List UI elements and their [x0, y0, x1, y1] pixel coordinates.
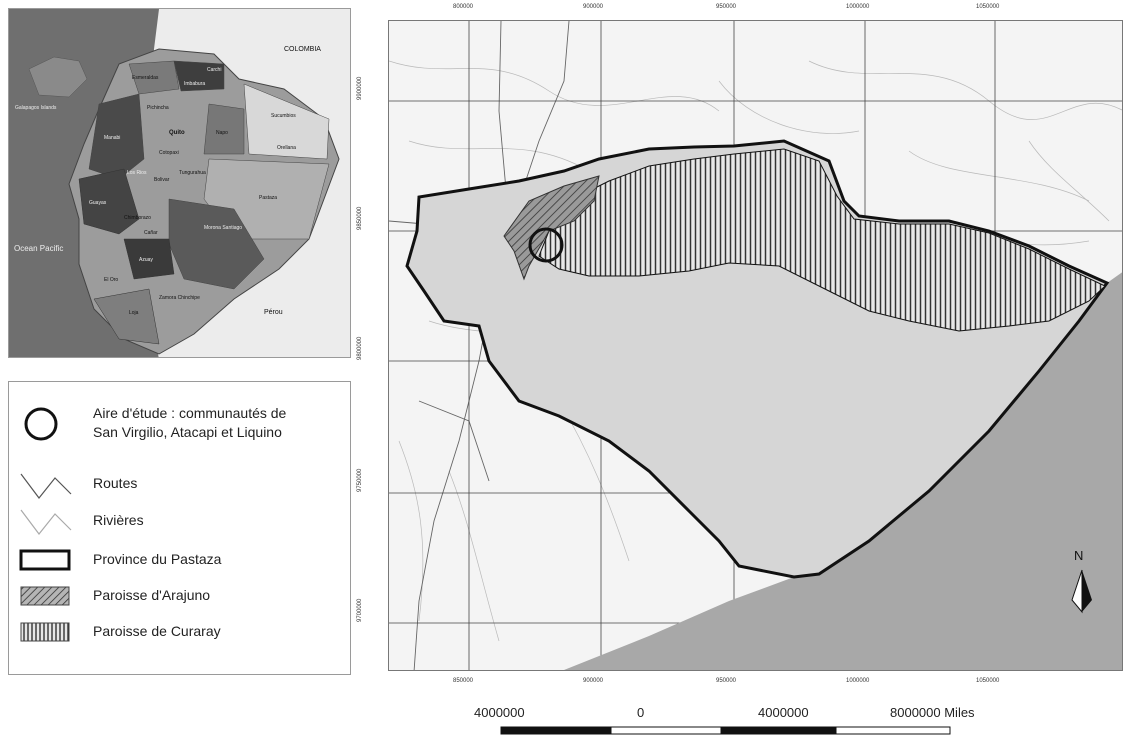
inset-label-manabi: Manabi	[104, 135, 120, 141]
inset-label-chimborazo: Chimborazo	[124, 215, 151, 221]
inset-label-capital: Quito	[169, 130, 185, 136]
legend-label-curaray: Paroisse de Curaray	[93, 623, 221, 639]
legend-item-province: Province du Pastaza	[9, 548, 350, 578]
left-tick-5: 9700000	[357, 598, 363, 622]
inset-label-los-rios: Los Rios	[127, 170, 147, 176]
inset-label-bolivar: Bolivar	[154, 177, 170, 183]
bottom-tick-2: 900000	[583, 678, 604, 684]
province-napo	[203, 103, 245, 155]
legend-panel: Aire d'étude : communautés de San Virgil…	[8, 381, 351, 675]
inset-map: COLOMBIA Pérou Ocean Pacific Galapagos I…	[8, 8, 351, 358]
province-outline-icon	[19, 548, 73, 578]
inset-label-pastaza: Pastaza	[259, 195, 277, 201]
legend-item-rivers: Rivières	[9, 506, 350, 536]
province-sucumbios-orellana	[243, 83, 330, 160]
scale-label-left: 4000000	[474, 705, 525, 720]
study-area-circle	[528, 227, 564, 263]
legend-label-routes: Routes	[93, 475, 138, 491]
province-guayas	[78, 168, 140, 235]
legend-label-study-area: Aire d'étude : communautés de San Virgil…	[93, 405, 287, 440]
scale-bar: 4000000 0 4000000 8000000 Miles	[460, 705, 1020, 737]
north-arrow-icon: N	[1071, 548, 1092, 614]
left-tick-3: 9800000	[357, 336, 363, 360]
inset-label-galapagos: Galapagos Islands	[15, 105, 57, 111]
province-carchi-imbabura	[173, 60, 225, 92]
inset-label-zamora-chinchipe: Zamora Chinchipe	[159, 295, 200, 301]
inset-label-napo: Napo	[216, 130, 228, 136]
inset-label-el-oro: El Oro	[104, 277, 118, 283]
bottom-tick-5: 1050000	[976, 678, 1000, 684]
north-label: N	[1074, 548, 1083, 563]
legend-item-routes: Routes	[9, 470, 350, 500]
inset-label-carchi: Carchi	[207, 67, 221, 73]
river-line-icon	[19, 506, 73, 536]
left-tick-2: 9850000	[357, 206, 363, 230]
curaray-parish	[538, 148, 1106, 332]
province-manabi	[88, 93, 145, 180]
inset-label-cotopaxi: Cotopaxi	[159, 150, 179, 156]
top-tick-5: 1050000	[976, 4, 1000, 10]
inset-label-esmeraldas: Esmeraldas	[132, 75, 159, 81]
province-azuay	[123, 238, 175, 280]
scale-bar-graphic	[500, 726, 951, 735]
road-line-icon	[19, 470, 73, 500]
study-area-circle-icon	[19, 406, 73, 441]
top-tick-1: 800000	[453, 4, 474, 10]
legend-item-arajuno: Paroisse d'Arajuno	[9, 584, 350, 614]
top-tick-2: 900000	[583, 4, 604, 10]
inset-label-peru: Pérou	[264, 309, 283, 316]
scale-label-right: 8000000 Miles	[890, 705, 975, 720]
curaray-hatch-icon	[19, 620, 73, 650]
legend-label-rivers: Rivières	[93, 512, 144, 528]
inset-label-pichincha: Pichincha	[147, 105, 169, 111]
scale-label-zero: 0	[637, 705, 645, 720]
left-tick-4: 9750000	[357, 468, 363, 492]
inset-label-colombia: COLOMBIA	[284, 46, 321, 53]
inset-label-loja: Loja	[129, 310, 139, 316]
north-arrow: N	[1068, 546, 1096, 618]
inset-label-sucumbios: Sucumbios	[271, 113, 296, 119]
main-map	[388, 20, 1123, 671]
inset-label-canar: Cañar	[144, 230, 158, 236]
galapagos-islands	[28, 56, 88, 98]
legend-item-curaray: Paroisse de Curaray	[9, 620, 350, 650]
legend-label-province: Province du Pastaza	[93, 551, 222, 567]
bottom-tick-4: 1000000	[846, 678, 870, 684]
inset-label-azuay: Azuay	[139, 257, 153, 263]
main-map-svg	[389, 21, 1122, 670]
arajuno-hatch-icon	[19, 584, 73, 614]
inset-label-guayas: Guayas	[89, 200, 107, 206]
inset-label-ocean: Ocean Pacific	[14, 244, 63, 253]
province-loja	[93, 288, 160, 345]
top-tick-3: 950000	[716, 4, 737, 10]
bottom-tick-1: 850000	[453, 678, 474, 684]
inset-label-orellana: Orellana	[277, 145, 296, 151]
inset-label-tungurahua: Tungurahua	[179, 170, 206, 176]
legend-item-study-area: Aire d'étude : communautés de San Virgil…	[9, 404, 350, 441]
bottom-tick-3: 950000	[716, 678, 737, 684]
outside-region	[564, 272, 1122, 670]
inset-label-morona-santiago: Morona Santiago	[204, 225, 242, 231]
inset-label-imbabura: Imbabura	[184, 81, 205, 87]
left-tick-1: 9900000	[357, 76, 363, 100]
top-tick-4: 1000000	[846, 4, 870, 10]
scale-label-mid: 4000000	[758, 705, 809, 720]
province-esmeraldas	[128, 60, 180, 95]
inset-map-svg: COLOMBIA Pérou Ocean Pacific Galapagos I…	[9, 9, 350, 357]
arajuno-parish	[503, 175, 600, 281]
legend-label-arajuno: Paroisse d'Arajuno	[93, 587, 211, 603]
